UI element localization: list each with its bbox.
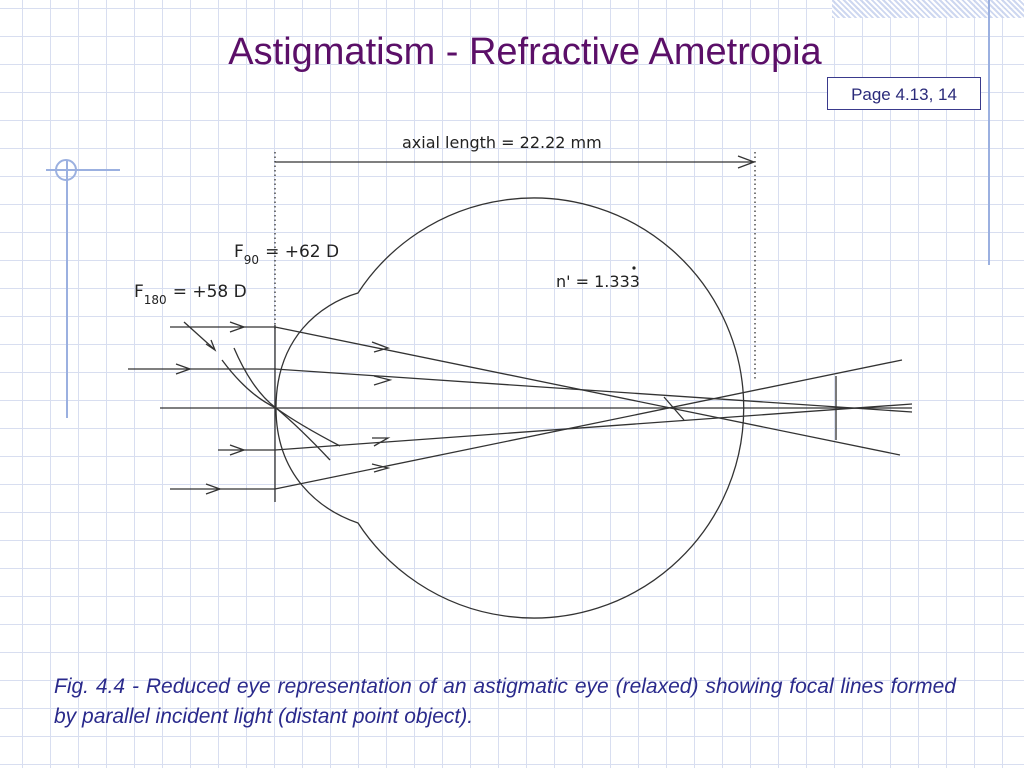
slide-title: Astigmatism - Refractive Ametropia (228, 31, 822, 73)
page-reference-box: Page 4.13, 14 (827, 77, 981, 110)
incident-ray-3-arrow (229, 444, 246, 456)
f90-meridian-curve (233, 347, 341, 447)
f180-pointer-arrowhead (205, 339, 217, 352)
corner-hatch-decoration (832, 0, 1024, 18)
refracted-ray-4-arrow (371, 463, 391, 473)
crosshair-decoration (46, 159, 120, 181)
refracted-ray-2-arrow (373, 375, 393, 386)
axial-length-arrowhead (737, 155, 756, 169)
figure-caption: Fig. 4.4 - Reduced eye representation of… (54, 675, 956, 728)
f90-label: F90= +62 D (234, 242, 339, 267)
refractive-index-label: n' = 1.333 (556, 272, 640, 291)
refracted-ray-3-arrow (372, 437, 391, 447)
first-focal-line (663, 396, 685, 421)
incident-ray-1-arrow (229, 321, 246, 333)
refracted-ray-1-arrow (371, 341, 391, 353)
refracted-ray-4 (274, 359, 903, 490)
left-accent-line (66, 160, 68, 418)
right-accent-line (988, 0, 990, 265)
incident-ray-2-arrow (175, 363, 192, 375)
incident-ray-4-arrow (205, 483, 222, 495)
refracted-ray-2 (274, 368, 913, 413)
axial-length-label: axial length = 22.22 mm (402, 133, 602, 152)
eye-outline (275, 197, 745, 619)
f180-label: F180= +58 D (134, 282, 247, 307)
f180-meridian-curve (221, 359, 331, 461)
repeating-decimal-dot (632, 266, 636, 270)
f180-pointer-arrow (183, 321, 215, 350)
refracted-ray-3 (274, 403, 913, 451)
refracted-ray-1 (274, 326, 901, 456)
